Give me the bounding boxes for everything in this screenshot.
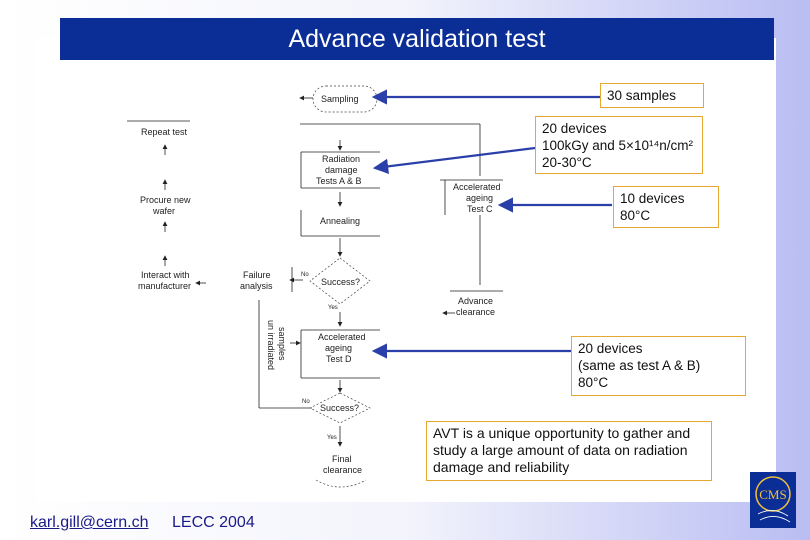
advance-label-2: clearance (456, 307, 495, 317)
side-label-1: un irradiated (266, 320, 276, 370)
accel-c-label-3: Test C (467, 204, 493, 214)
success-label-1: Success? (321, 277, 360, 287)
callout-test-d: 20 devices (same as test A & B) 80°C (571, 336, 746, 396)
failure-label-2: analysis (240, 281, 273, 291)
logo-text: CMS (759, 487, 786, 502)
procure-label-1: Procure new (140, 195, 191, 205)
callout-tests-ab: 20 devices 100kGy and 5×10¹⁴n/cm² 20-30°… (535, 116, 703, 174)
accel-c-label-2: ageing (466, 193, 493, 203)
sampling-label: Sampling (321, 94, 359, 104)
final-label-2: clearance (323, 465, 362, 475)
footer-conference: LECC 2004 (172, 514, 255, 531)
repeat-test-label: Repeat test (141, 127, 188, 137)
sampling-node (312, 85, 378, 113)
annealing-label: Annealing (320, 216, 360, 226)
side-label-2: samples (277, 327, 287, 361)
callout-avt: AVT is a unique opportunity to gather an… (426, 421, 712, 481)
accel-d-label-2: ageing (325, 343, 352, 353)
callout-test-c: 10 devices 80°C (613, 186, 719, 228)
accel-d-label-3: Test D (326, 354, 352, 364)
failure-label-1: Failure (243, 270, 271, 280)
yes-label-1: Yes (328, 305, 338, 311)
cms-logo: CMS (750, 472, 796, 528)
interact-label-2: manufacturer (138, 281, 191, 291)
no-label-1: No (301, 272, 309, 278)
interact-label-1: Interact with (141, 270, 190, 280)
success-label-2: Success? (320, 403, 359, 413)
success-decision-1 (309, 257, 371, 305)
yes-label-2: Yes (327, 435, 337, 441)
arrow-tests-ab (372, 146, 536, 175)
accel-d-label-1: Accelerated (318, 332, 366, 342)
no-label-2: No (302, 399, 310, 405)
slide-title: Advance validation test (60, 18, 774, 60)
radiation-label-1: Radiation (322, 154, 360, 164)
accel-c-label-1: Accelerated (453, 182, 501, 192)
footer-email-link[interactable]: karl.gill@cern.ch (30, 514, 149, 531)
callout-samples: 30 samples (600, 83, 704, 108)
radiation-label-2: damage (325, 165, 358, 175)
radiation-label-3: Tests A & B (316, 176, 362, 186)
final-label-1: Final (332, 454, 352, 464)
advance-label-1: Advance (458, 296, 493, 306)
procure-label-2: wafer (152, 206, 175, 216)
